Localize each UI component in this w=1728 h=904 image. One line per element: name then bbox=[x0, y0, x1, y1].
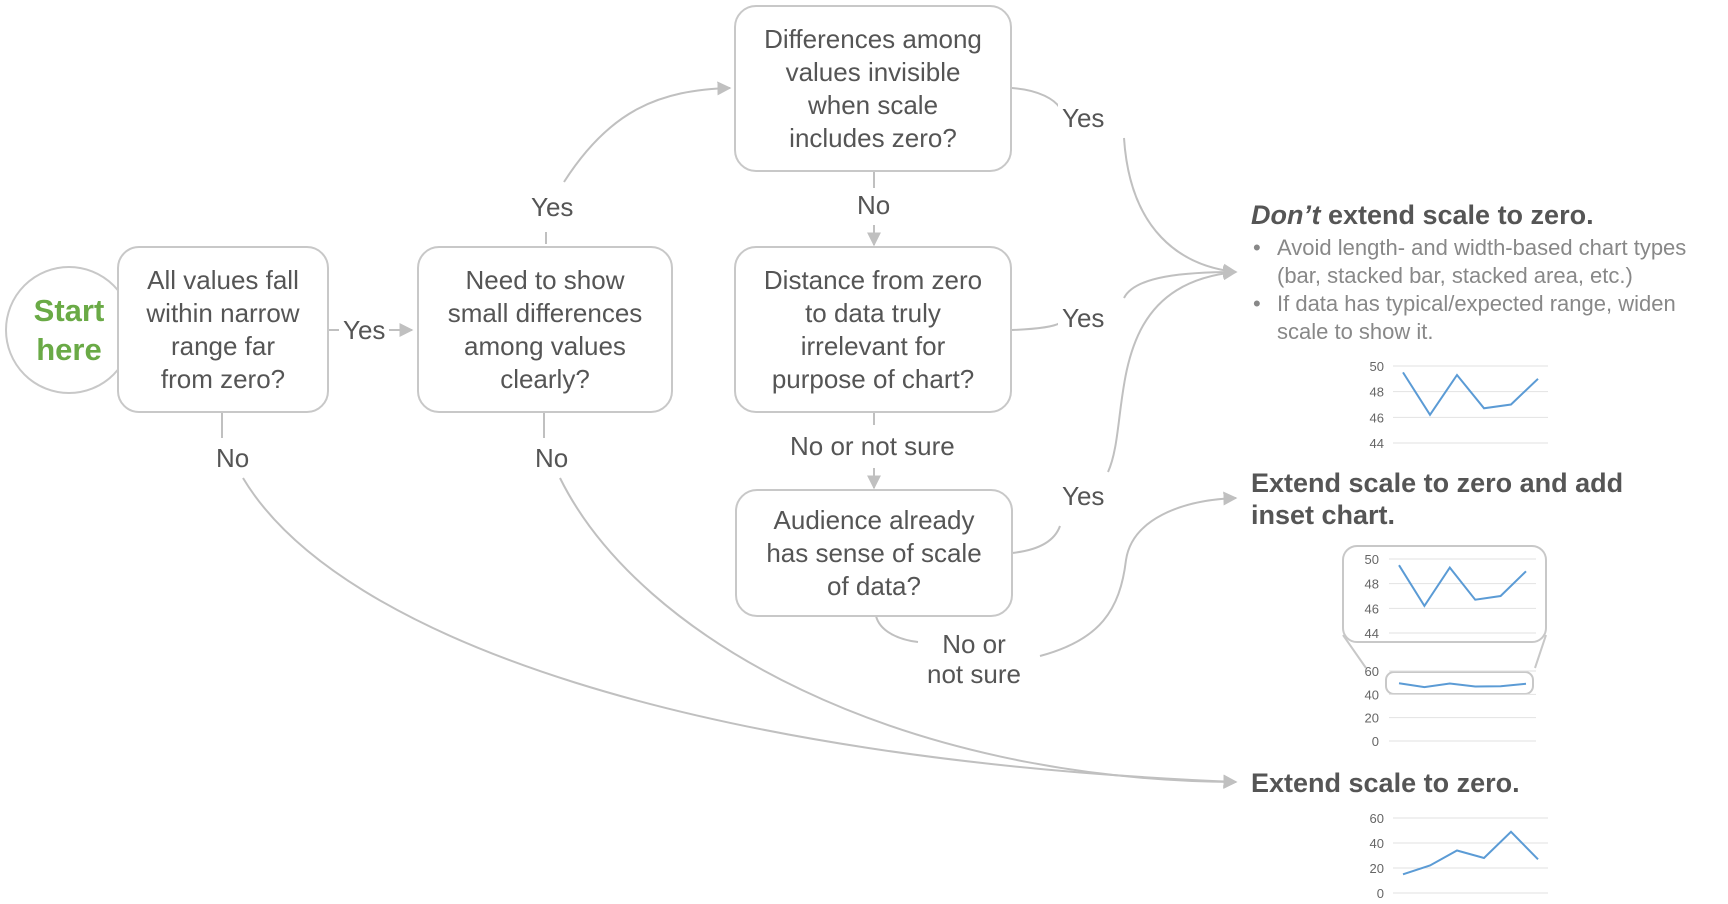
edge-q2-yes bbox=[545, 88, 730, 244]
y-tick-label: 60 bbox=[1370, 811, 1384, 826]
chart-inset-full: 60 40 20 0 bbox=[1365, 664, 1536, 749]
series-line bbox=[1398, 564, 1527, 608]
y-tick-label: 46 bbox=[1365, 601, 1379, 616]
series-line bbox=[1402, 830, 1539, 876]
edge-label-q5-yes: Yes bbox=[1058, 481, 1109, 511]
edge-q5-no bbox=[875, 498, 1236, 657]
inset-connector bbox=[1342, 634, 1547, 669]
series-line bbox=[1398, 682, 1527, 689]
y-tick-label: 0 bbox=[1377, 886, 1384, 901]
edge-label-q3-no: No bbox=[853, 190, 895, 220]
outcome-dont-extend-title: Don’t extend scale to zero. bbox=[1251, 199, 1594, 231]
outcome-dont-extend-bullets: Avoid length- and width-based chart type… bbox=[1251, 234, 1721, 346]
y-tick-label: 0 bbox=[1372, 734, 1379, 749]
edge-label-q4-no: No or not sure bbox=[786, 431, 959, 461]
inset-source-frame bbox=[1385, 671, 1534, 695]
start-node: Start here bbox=[5, 266, 133, 394]
edge-label-q2-no: No bbox=[531, 443, 573, 473]
edge-label-q1-yes: Yes bbox=[339, 315, 390, 345]
decision-audience-scale: Audience already has sense of scale of d… bbox=[735, 489, 1013, 617]
decision-narrow-range: All values fall within narrow range far … bbox=[117, 246, 329, 413]
outcome-extend-inset-title: Extend scale to zero and add inset chart… bbox=[1251, 468, 1624, 530]
outcome-dont-rest: extend scale to zero. bbox=[1320, 200, 1594, 230]
edge-q2-no bbox=[543, 412, 1236, 782]
y-tick-label: 46 bbox=[1370, 410, 1384, 425]
edge-label-q3-yes: Yes bbox=[1058, 103, 1109, 133]
inset-zoom-frame bbox=[1342, 545, 1547, 643]
y-tick-label: 50 bbox=[1365, 552, 1379, 567]
y-tick-label: 20 bbox=[1365, 711, 1379, 726]
decision-distance-irrelevant: Distance from zero to data truly irrelev… bbox=[734, 246, 1012, 413]
y-tick-label: 40 bbox=[1370, 836, 1384, 851]
edge-label-q2-yes: Yes bbox=[527, 192, 578, 222]
y-tick-label: 48 bbox=[1365, 577, 1379, 592]
outcome-dont-emphasis: Don’t bbox=[1251, 200, 1321, 230]
edge-q3-yes bbox=[1011, 87, 1236, 272]
y-tick-label: 44 bbox=[1365, 626, 1379, 641]
edge-q1-no bbox=[221, 412, 1236, 782]
series-line bbox=[1402, 371, 1539, 417]
edge-label-q5-no: No or not sure bbox=[923, 629, 1025, 689]
bullet-item: If data has typical/expected range, wide… bbox=[1251, 290, 1721, 346]
bullet-item: Avoid length- and width-based chart type… bbox=[1251, 234, 1721, 290]
y-tick-label: 48 bbox=[1370, 385, 1384, 400]
decision-show-small-differences: Need to show small differences among val… bbox=[417, 246, 673, 413]
decision-differences-invisible: Differences among values invisible when … bbox=[734, 5, 1012, 172]
edge-q5-yes bbox=[1011, 272, 1236, 554]
y-tick-label: 40 bbox=[1365, 687, 1379, 702]
y-tick-label: 50 bbox=[1370, 359, 1384, 374]
y-tick-label: 44 bbox=[1370, 436, 1384, 451]
chart-dont-extend: 50 48 46 44 bbox=[1370, 359, 1548, 451]
edge-label-q4-yes: Yes bbox=[1058, 303, 1109, 333]
chart-extend: 60 40 20 0 bbox=[1370, 811, 1548, 901]
edge-q4-yes bbox=[1011, 272, 1236, 331]
y-tick-label: 20 bbox=[1370, 861, 1384, 876]
chart-inset-zoomed: 50 48 46 44 bbox=[1365, 552, 1536, 641]
edge-label-q1-no: No bbox=[212, 443, 254, 473]
y-tick-label: 60 bbox=[1365, 664, 1379, 679]
outcome-extend-title: Extend scale to zero. bbox=[1251, 768, 1520, 798]
